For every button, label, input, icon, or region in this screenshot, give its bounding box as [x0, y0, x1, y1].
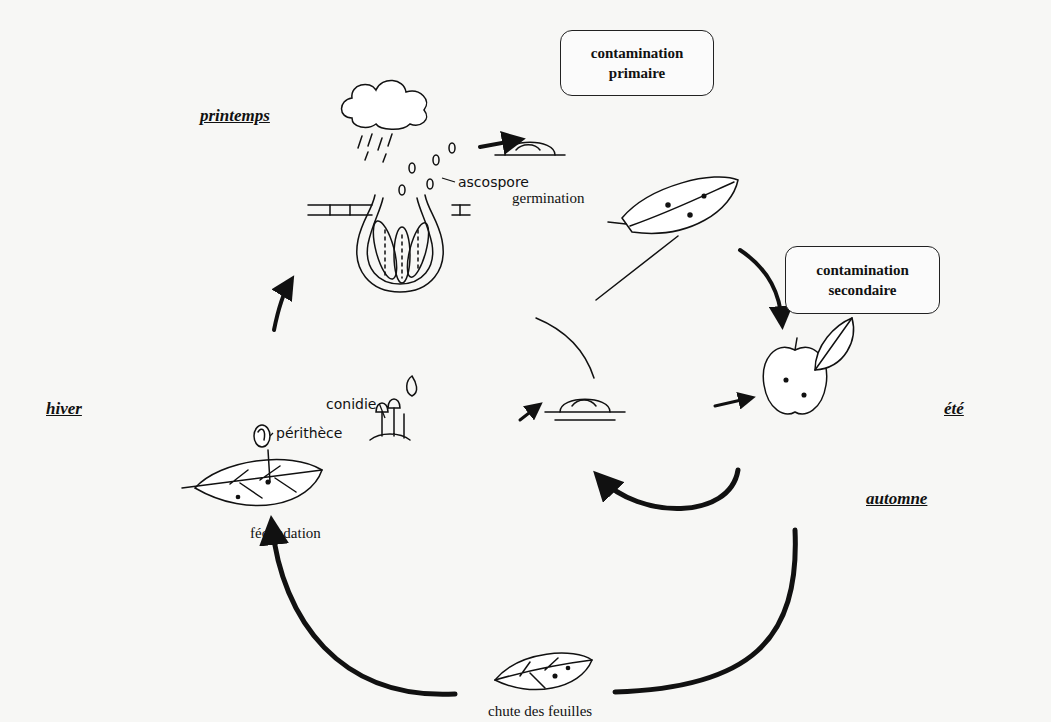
structure-label: ascospore	[458, 174, 529, 190]
stage-label: germination	[512, 190, 584, 207]
season-label: hiver	[46, 399, 82, 419]
box-title: contamination primaire	[572, 43, 702, 84]
structure-label: conidie	[326, 396, 376, 412]
stage-label: fécondation	[250, 525, 321, 542]
season-label: printemps	[200, 106, 270, 126]
season-label: automne	[866, 489, 927, 509]
leader-line	[270, 433, 273, 436]
leader-line	[379, 404, 385, 418]
stage-box: contamination secondaire	[785, 246, 940, 314]
stage-box: contamination primaire	[560, 30, 714, 96]
season-label: été	[944, 399, 964, 419]
box-title: contamination secondaire	[798, 260, 928, 301]
leader-line	[442, 178, 455, 182]
structure-label: périthèce	[276, 425, 342, 441]
stage-label: chute des feuilles	[488, 703, 592, 720]
